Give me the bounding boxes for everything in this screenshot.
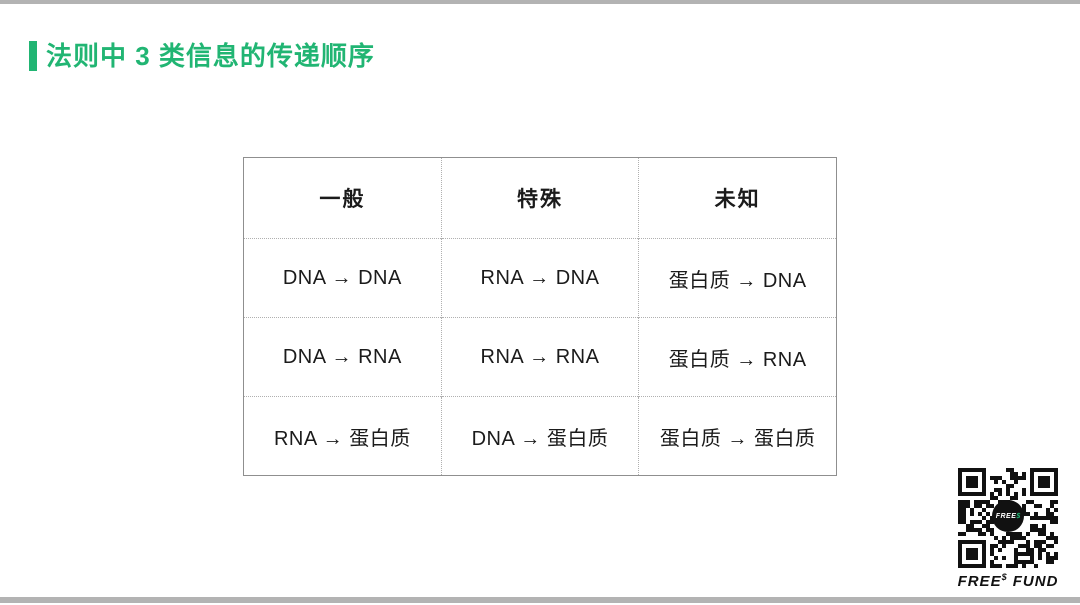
info-transfer-table: 一般 特殊 未知 DNA → DNA RNA → DNA 蛋白质 → DNA D… (243, 157, 837, 476)
qr-center-logo: FREE$ (992, 500, 1024, 532)
qr-caption-main: FREE (957, 573, 1002, 590)
table-cell: 蛋白质 → DNA (638, 238, 837, 318)
table-row: RNA → 蛋白质 DNA → 蛋白质 蛋白质 → 蛋白质 (243, 396, 837, 476)
col-header-unknown: 未知 (638, 157, 837, 239)
qr-code-image (958, 468, 1058, 568)
table-cell: DNA → 蛋白质 (440, 396, 639, 476)
table-cell: DNA → RNA (243, 317, 442, 397)
table-header-row: 一般 特殊 未知 (244, 157, 837, 239)
col-header-special: 特殊 (440, 157, 639, 239)
table-row: DNA → DNA RNA → DNA 蛋白质 → DNA (243, 238, 837, 318)
table-cell: 蛋白质 → RNA (638, 317, 837, 397)
qr-logo-text: FREE (995, 512, 1017, 520)
table-row: DNA → RNA RNA → RNA 蛋白质 → RNA (243, 317, 837, 397)
qr-logo-symbol: $ (1016, 512, 1021, 520)
bottom-divider-bar (0, 597, 1080, 603)
table-cell: DNA → DNA (243, 238, 442, 318)
qr-code: FREE$ (956, 468, 1060, 568)
table-cell: RNA → 蛋白质 (243, 396, 442, 476)
page-title: 法则中 3 类信息的传递顺序 (46, 41, 375, 71)
table-cell: 蛋白质 → 蛋白质 (638, 396, 837, 476)
qr-block: FREE$ FREE$ FUND (952, 468, 1064, 590)
top-divider-bar (0, 0, 1080, 4)
qr-caption-sup: $ (1001, 572, 1008, 582)
col-header-general: 一般 (319, 188, 366, 211)
qr-caption: FREE$ FUND (952, 572, 1064, 590)
qr-caption-end: FUND (1012, 573, 1059, 590)
title-accent-bar (29, 41, 37, 71)
table-cell: RNA → DNA (440, 238, 639, 318)
table-cell: RNA → RNA (440, 317, 639, 397)
slide-title-block: 法则中 3 类信息的传递顺序 (29, 40, 375, 72)
